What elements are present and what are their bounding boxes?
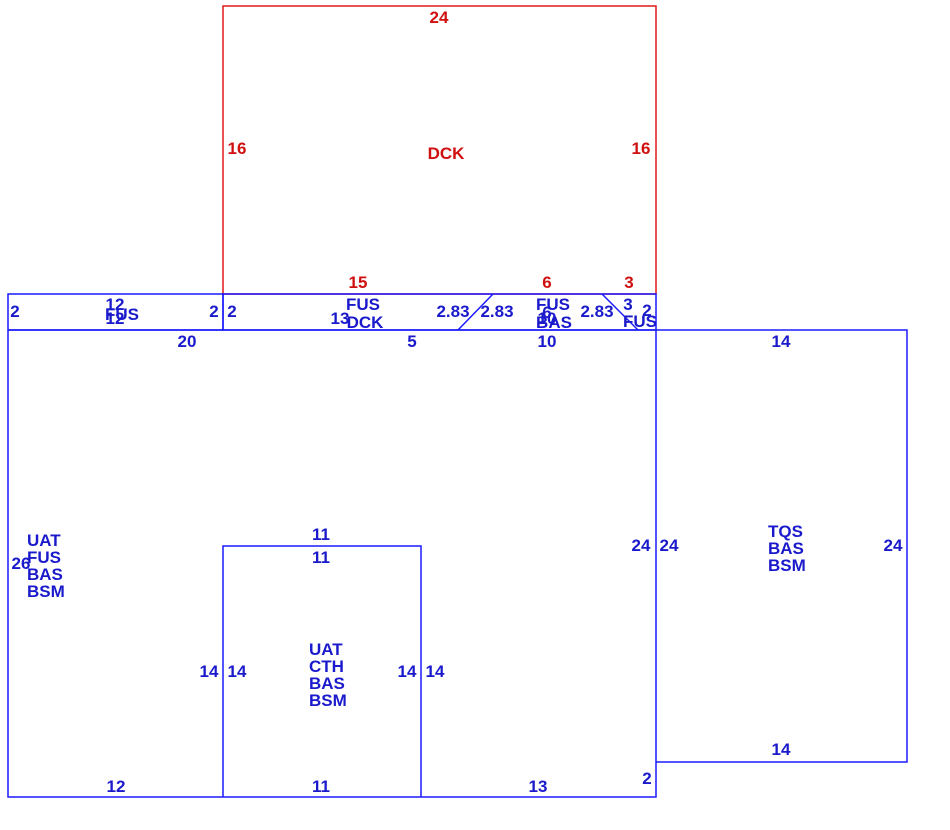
main-code-4: BSM — [27, 582, 65, 601]
main-area: 20 5 10 26 UAT FUS BAS BSM 24 12 11 13 2 — [7, 329, 657, 798]
inner-code-2: CTH — [309, 657, 344, 676]
deck-top-dimension: 24 — [430, 8, 449, 27]
bay-diagonal-left — [457, 293, 494, 331]
strip-right-code-1: FUS — [536, 295, 570, 314]
inner-code-3: BAS — [309, 674, 345, 693]
main-code-2: FUS — [27, 548, 61, 567]
inner-room: 11 11 14 14 14 14 UAT CTH BAS BSM — [200, 525, 445, 797]
main-top-20: 20 — [178, 332, 197, 351]
deck-bottom-3: 3 — [624, 273, 633, 292]
right-wing-top: 14 — [772, 332, 791, 351]
strip-middle-left-dim: 2 — [227, 302, 236, 321]
right-wing-outline — [656, 329, 908, 763]
inner-left-outer: 14 — [200, 662, 219, 681]
inner-left-inner: 14 — [228, 662, 247, 681]
strip-left-right-dim: 2 — [209, 302, 218, 321]
strip-row: 2 2 12 12 FUS 2 13 FUS DCK 2.83 2.83 2.8… — [7, 293, 657, 332]
main-outline — [7, 329, 657, 798]
inner-right-inner: 14 — [398, 662, 417, 681]
main-code-3: BAS — [27, 565, 63, 584]
main-left-26: 26 — [12, 554, 31, 573]
strip-right-fus: FUS — [623, 312, 657, 331]
strip-middle-13: 13 — [331, 309, 350, 328]
inner-top-outer: 11 — [312, 525, 330, 544]
deck-left-dimension: 16 — [228, 139, 247, 158]
right-wing-code-3: BSM — [768, 556, 806, 575]
inner-code-4: BSM — [309, 691, 347, 710]
inner-top-inner: 11 — [312, 548, 330, 567]
inner-room-outline — [222, 545, 422, 797]
deck-label: DCK — [428, 144, 466, 163]
right-wing-left: 24 — [660, 536, 679, 555]
strip-left-left-dim: 2 — [10, 302, 19, 321]
right-wing-bottom: 14 — [772, 740, 791, 759]
main-bottom-13: 13 — [529, 777, 548, 796]
inner-code-1: UAT — [309, 640, 343, 659]
right-wing-code-2: BAS — [768, 539, 804, 558]
right-wing-right: 24 — [884, 536, 903, 555]
bay-diagonal-right — [601, 293, 639, 331]
inner-right-outer: 14 — [426, 662, 445, 681]
strip-right-code-2: BAS — [536, 313, 572, 332]
deck-bottom-6: 6 — [542, 273, 551, 292]
strip-right-2: 2 — [642, 301, 651, 320]
strip-right-small-6: 6 — [542, 303, 551, 322]
strip-right-small-10: 10 — [538, 309, 557, 328]
main-bottom-12: 12 — [107, 777, 126, 796]
strip-right-3: 3 — [623, 295, 632, 314]
strip-left-bottom-dim: 12 — [106, 309, 125, 328]
deck-right-dimension: 16 — [632, 139, 651, 158]
main-bottom-11: 11 — [312, 777, 330, 796]
main-top-5: 5 — [407, 332, 416, 351]
strip-left-top-dim: 12 — [106, 295, 125, 314]
main-code-1: UAT — [27, 531, 61, 550]
deck-area: 24 16 16 DCK 15 6 3 — [222, 5, 657, 295]
right-wing: 14 24 24 14 TQS BAS BSM — [656, 329, 908, 763]
strip-middle-code-2: DCK — [347, 313, 385, 332]
strip-middle-code-1: FUS — [346, 295, 380, 314]
bay-dim-1: 2.83 — [436, 302, 469, 321]
main-right-24: 24 — [632, 536, 651, 555]
bay-dim-2: 2.83 — [480, 302, 513, 321]
strip-left-code: FUS — [105, 305, 139, 324]
right-wing-code-1: TQS — [768, 522, 803, 541]
main-bottom-2: 2 — [642, 769, 651, 788]
main-top-10: 10 — [538, 332, 557, 351]
deck-bottom-15: 15 — [349, 273, 368, 292]
bay-dim-3: 2.83 — [580, 302, 613, 321]
